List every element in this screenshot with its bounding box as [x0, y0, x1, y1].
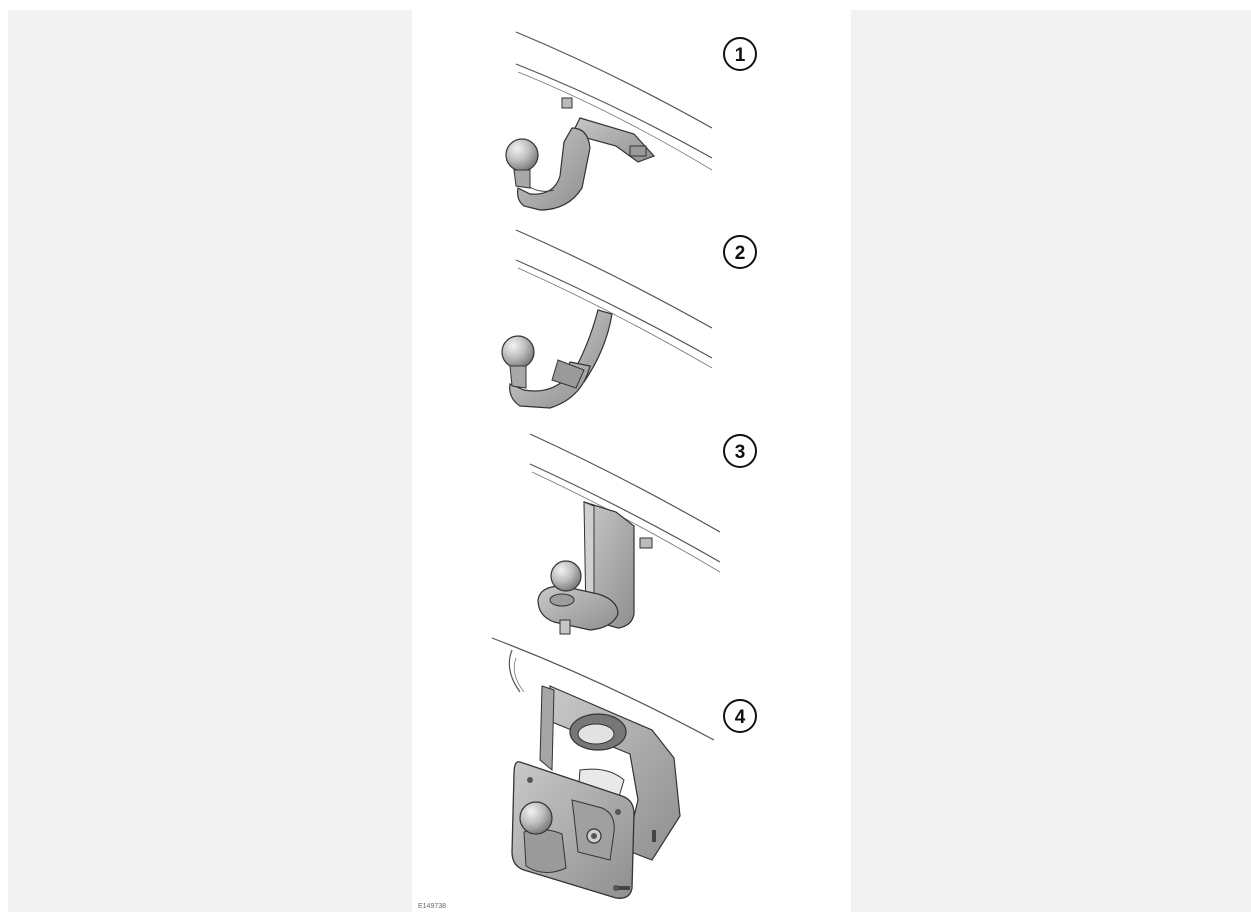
callout-4: 4 [723, 699, 757, 733]
left-margin [8, 10, 412, 912]
svg-text:3: 3 [735, 442, 746, 463]
callout-2: 2 [723, 235, 757, 269]
svg-text:2: 2 [735, 243, 746, 264]
hitch-3-flange-ball [529, 433, 721, 635]
right-margin [851, 10, 1251, 912]
svg-text:4: 4 [735, 707, 746, 728]
callout-1: 1 [723, 37, 757, 71]
tow-hitch-illustration: 1 2 [491, 31, 757, 899]
callout-3: 3 [723, 434, 757, 468]
image-reference-code: E149738 [418, 903, 447, 910]
hitch-1-detachable-swan-neck [505, 31, 713, 211]
tow-hitch-figure: 1 2 [412, 10, 851, 912]
svg-text:1: 1 [735, 45, 746, 66]
hitch-4-adjustable-plate [491, 637, 715, 899]
hitch-2-fixed-swan-neck [501, 229, 713, 409]
